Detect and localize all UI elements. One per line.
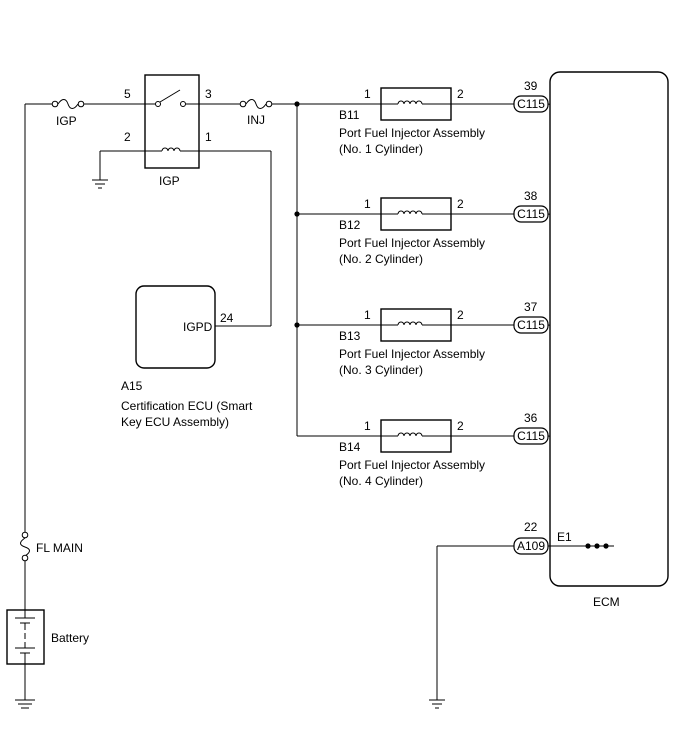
injector-3-cylinder: (No. 3 Cylinder) <box>339 363 423 377</box>
injector-1-ecm-pin: 39 <box>524 79 538 93</box>
wire-igpd <box>199 150 272 327</box>
injector-4-connector: C115 <box>513 427 549 445</box>
fuse-inj: INJ <box>199 99 297 127</box>
ecm-ground-terminal: E1 <box>557 530 572 544</box>
injector-4-name: Port Fuel Injector Assembly <box>339 458 485 472</box>
ground-icon <box>15 699 35 709</box>
ecm-label: ECM <box>593 595 620 609</box>
ecm-ground-pin: 22 <box>524 520 538 534</box>
fuse-igp: IGP <box>51 99 145 128</box>
injector-4-id: B14 <box>339 440 361 454</box>
injector-4-solenoid <box>380 419 452 453</box>
injector-3-pin-a: 1 <box>364 308 371 322</box>
injector-1-pin-b: 2 <box>457 87 464 101</box>
ground-icon <box>429 699 445 709</box>
fuse-fl-main-label: FL MAIN <box>36 541 83 555</box>
power-feed <box>24 103 52 700</box>
injector-2-connector: C115 <box>513 205 549 223</box>
injector-2-name: Port Fuel Injector Assembly <box>339 236 485 250</box>
fuse-fl-main: FL MAIN <box>20 531 83 562</box>
certification-ecu: IGPD 24 A15 Certification ECU (Smart Key… <box>121 285 253 429</box>
battery-label: Battery <box>51 631 89 645</box>
injector-3-name: Port Fuel Injector Assembly <box>339 347 485 361</box>
injector-3-connector-label: C115 <box>517 318 545 332</box>
relay-pin-2: 2 <box>124 130 131 144</box>
injector-3-connector: C115 <box>513 316 549 334</box>
injector-4-cylinder: (No. 4 Cylinder) <box>339 474 423 488</box>
relay-pin-5: 5 <box>124 87 131 101</box>
injector-3-id: B13 <box>339 329 361 343</box>
injector-3-ecm-pin: 37 <box>524 300 538 314</box>
injector-1-id: B11 <box>339 108 360 122</box>
relay-ground <box>92 150 145 189</box>
injector-3-solenoid <box>380 308 452 342</box>
cert-ecu-name-line1: Certification ECU (Smart <box>121 399 253 413</box>
ecm-ground: A109 22 E1 <box>429 520 614 709</box>
injector-2-id: B12 <box>339 218 361 232</box>
injector-4-pin-a: 1 <box>364 419 371 433</box>
injector-2-solenoid <box>380 197 452 231</box>
ecm-ground-connector: A109 <box>513 537 549 555</box>
injector-2-pin-b: 2 <box>457 197 464 211</box>
injector-1-cylinder: (No. 1 Cylinder) <box>339 142 423 156</box>
injector-bus <box>294 101 300 436</box>
fuse-igp-label: IGP <box>56 114 77 128</box>
injector-2-connector-label: C115 <box>517 207 545 221</box>
injector-2-cylinder: (No. 2 Cylinder) <box>339 252 423 266</box>
injector-1-pin-a: 1 <box>364 87 371 101</box>
igp-relay: 5 3 2 1 IGP <box>124 74 212 188</box>
ecm-ground-connector-label: A109 <box>517 539 545 553</box>
injector-2-pin-a: 1 <box>364 197 371 211</box>
fuse-inj-label: INJ <box>247 113 265 127</box>
cert-ecu-terminal: IGPD <box>183 320 213 334</box>
injector-2-ecm-pin: 38 <box>524 189 538 203</box>
relay-pin-3: 3 <box>205 87 212 101</box>
cert-ecu-name-line2: Key ECU Assembly) <box>121 415 229 429</box>
relay-label: IGP <box>159 174 180 188</box>
injector-4-connector-label: C115 <box>517 429 545 443</box>
injector-3-pin-b: 2 <box>457 308 464 322</box>
relay-pin-1: 1 <box>205 130 212 144</box>
ecm: ECM <box>549 71 669 609</box>
injector-1-solenoid <box>380 87 452 121</box>
injector-1-name: Port Fuel Injector Assembly <box>339 126 485 140</box>
cert-ecu-pin: 24 <box>220 311 234 325</box>
battery: Battery <box>6 609 89 665</box>
cert-ecu-id: A15 <box>121 379 143 393</box>
injector-4-ecm-pin: 36 <box>524 411 538 425</box>
injector-1-connector: C115 <box>513 95 549 113</box>
injector-4-pin-b: 2 <box>457 419 464 433</box>
injector-1-connector-label: C115 <box>517 97 545 111</box>
